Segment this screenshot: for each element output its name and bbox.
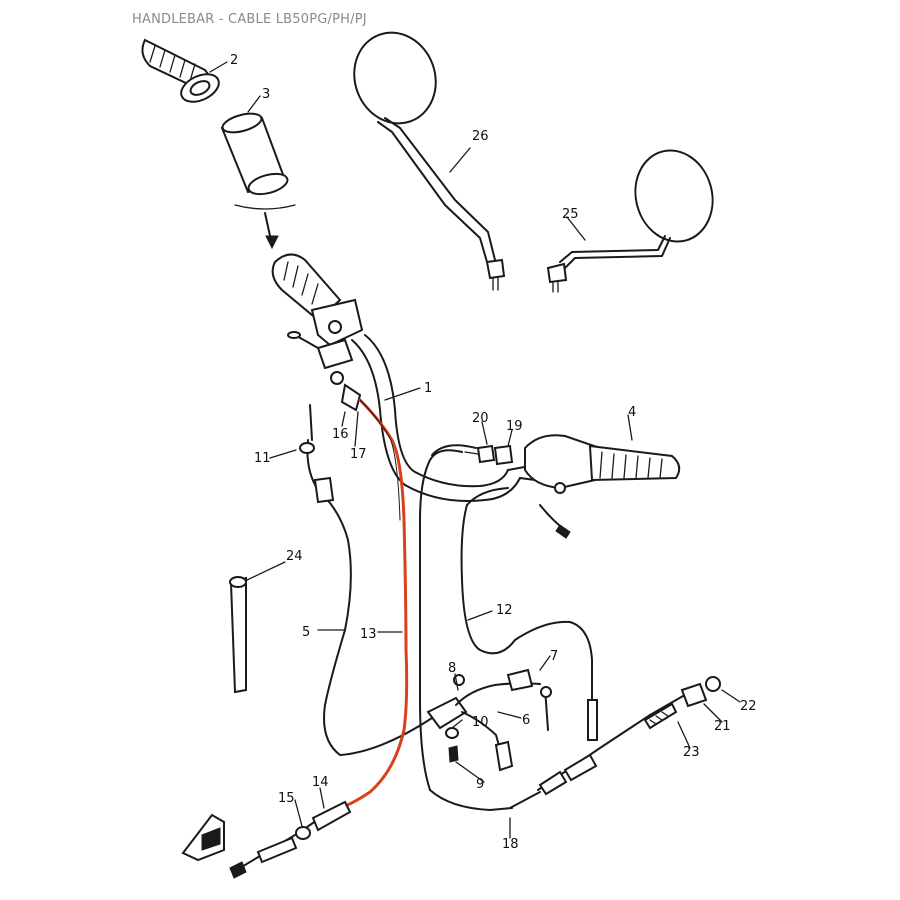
callout-25: 25 — [562, 207, 579, 222]
mirror-26[interactable] — [342, 21, 506, 291]
callout-4: 4 — [628, 405, 636, 420]
callout-18: 18 — [502, 837, 519, 852]
right-throttle-housing[interactable] — [524, 434, 681, 539]
callout-20: 20 — [472, 411, 489, 426]
callout-23: 23 — [683, 745, 700, 760]
throttle-tube[interactable] — [220, 110, 290, 198]
callout-19: 19 — [506, 419, 523, 434]
callout-16: 16 — [332, 427, 349, 442]
cable-18[interactable] — [419, 444, 513, 811]
callout-14: 14 — [312, 775, 329, 790]
callouts: 2 3 26 25 1 4 20 19 11 16 17 24 5 13 12 … — [230, 53, 757, 852]
callout-15: 15 — [278, 791, 295, 806]
callout-24: 24 — [286, 549, 303, 564]
callout-7: 7 — [550, 649, 558, 664]
cable-13-highlighted[interactable] — [343, 398, 409, 808]
callout-9: 9 — [476, 777, 484, 792]
callout-26: 26 — [472, 129, 489, 144]
fwd-stamp — [181, 813, 225, 862]
callout-1: 1 — [424, 381, 432, 396]
callout-8: 8 — [448, 661, 456, 676]
left-grip-upper[interactable] — [141, 38, 223, 107]
callout-5: 5 — [302, 625, 310, 640]
assembly-arrow — [234, 204, 296, 250]
cable-23[interactable] — [509, 676, 721, 809]
page-title: HANDLEBAR - CABLE LB50PG/PH/PJ — [132, 12, 367, 27]
callout-17: 17 — [350, 447, 367, 462]
mirror-25[interactable] — [546, 142, 723, 293]
callout-11: 11 — [254, 451, 271, 466]
cable-junction[interactable] — [426, 668, 552, 772]
part-24-rod[interactable] — [229, 576, 247, 694]
callout-10: 10 — [472, 715, 489, 730]
left-lever-holder[interactable] — [287, 331, 362, 412]
cable-14-15[interactable] — [229, 800, 352, 879]
handlebar[interactable] — [351, 334, 536, 502]
callout-22: 22 — [740, 699, 757, 714]
callout-2: 2 — [230, 53, 238, 68]
callout-21: 21 — [714, 719, 731, 734]
callout-13: 13 — [360, 627, 377, 642]
callout-3: 3 — [262, 87, 270, 102]
cable-adjuster[interactable] — [464, 444, 514, 466]
cable-12[interactable] — [460, 487, 598, 741]
callout-12: 12 — [496, 603, 513, 618]
leader-lines — [209, 61, 741, 839]
callout-6: 6 — [522, 713, 530, 728]
left-handlebar-grip[interactable] — [271, 253, 364, 347]
